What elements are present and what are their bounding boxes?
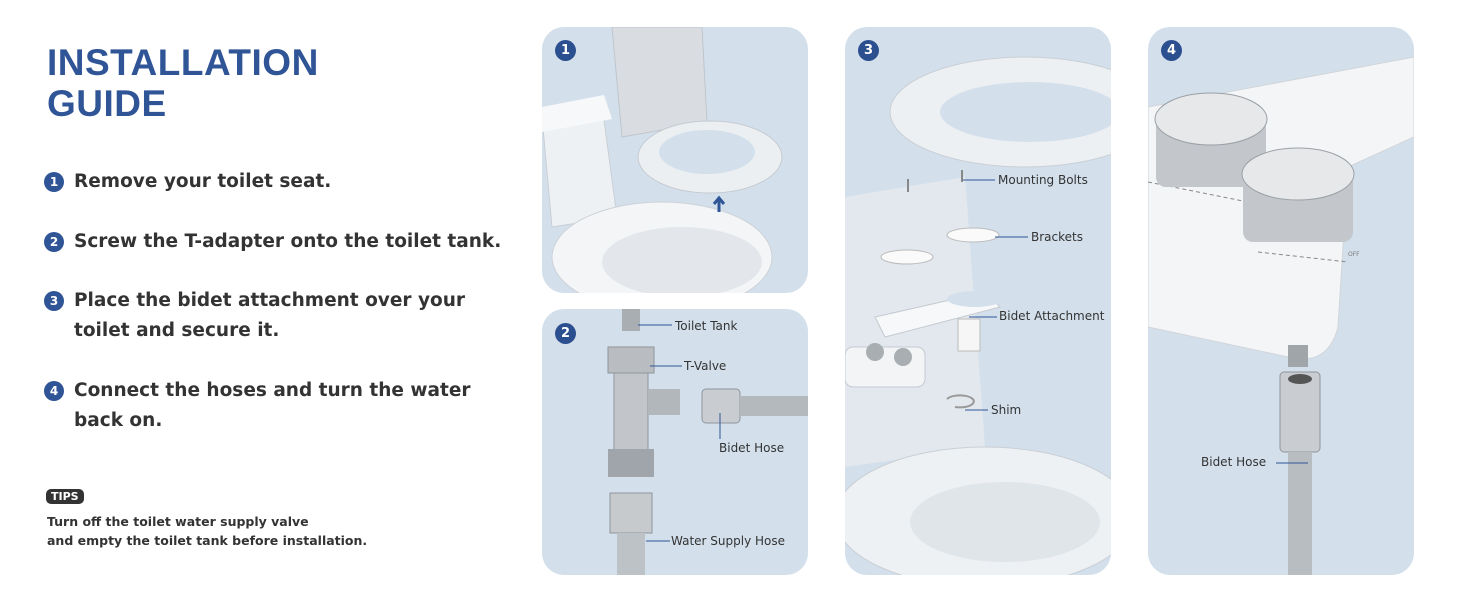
label-bidet-attachment: Bidet Attachment (999, 309, 1105, 323)
step-text-line: Connect the hoses and turn the water (74, 380, 471, 401)
step-2-illustration: 2 Toilet Tank T-Valve Bidet Hose Water S… (542, 309, 808, 575)
label-shim: Shim (991, 403, 1022, 417)
step-3-illustration: 3 Mounting Bolts Brackets Bidet Attachme… (845, 27, 1111, 575)
label-bidet-hose: Bidet Hose (1201, 455, 1267, 469)
step-1-illustration: 1 (542, 27, 808, 293)
step-number-icon: 4 (44, 381, 64, 401)
label-toilet-tank: Toilet Tank (675, 319, 738, 333)
step-4: 4 Connect the hoses and turn the water ba… (44, 376, 471, 436)
tips-text: Turn off the toilet water supply valve a… (47, 512, 367, 550)
step-badge: 1 (555, 40, 576, 61)
step-text: Place the bidet attachment over your toil… (74, 286, 465, 346)
step-badge: 4 (1161, 40, 1182, 61)
label-mounting-bolts: Mounting Bolts (998, 173, 1088, 187)
step-text-line: Place the bidet attachment over your (74, 290, 466, 311)
label-brackets: Brackets (1031, 230, 1083, 244)
page-title: INSTALLATION GUIDE (47, 42, 319, 124)
step-text: Connect the hoses and turn the water back… (74, 376, 471, 436)
label-bidet-hose: Bidet Hose (719, 441, 785, 455)
hose-connection-illustration (1148, 56, 1414, 575)
step-number-icon: 2 (44, 232, 64, 252)
step-text-line: toilet and secure it. (74, 320, 280, 341)
step-badge: 3 (858, 40, 879, 61)
tips-line: Turn off the toilet water supply valve (47, 514, 309, 529)
bidet-attachment-illustration (845, 56, 1111, 575)
t-valve-illustration (607, 309, 808, 575)
knob-off-marking: OFF (1348, 251, 1360, 258)
label-water-supply-hose: Water Supply Hose (671, 534, 785, 548)
step-text: Screw the T-adapter onto the toilet tank… (74, 231, 502, 252)
step-number-icon: 1 (44, 172, 64, 192)
step-number-icon: 3 (44, 291, 64, 311)
toilet-seat-removal-illustration (542, 27, 783, 293)
title-line-1: INSTALLATION (47, 42, 319, 83)
step-text-line: back on. (74, 410, 163, 431)
step-badge: 2 (555, 323, 576, 344)
tips-line: and empty the toilet tank before install… (47, 533, 368, 548)
step-4-illustration: 4 OFF Bidet Hose (1148, 27, 1414, 575)
tips-badge: TIPS (46, 489, 84, 504)
step-1: 1 Remove your toilet seat. (44, 167, 331, 197)
label-t-valve: T-Valve (684, 359, 727, 373)
title-line-2: GUIDE (47, 83, 167, 124)
step-text: Remove your toilet seat. (74, 171, 332, 192)
step-2: 2 Screw the T-adapter onto the toilet ta… (44, 227, 501, 257)
step-3: 3 Place the bidet attachment over your to… (44, 286, 465, 346)
